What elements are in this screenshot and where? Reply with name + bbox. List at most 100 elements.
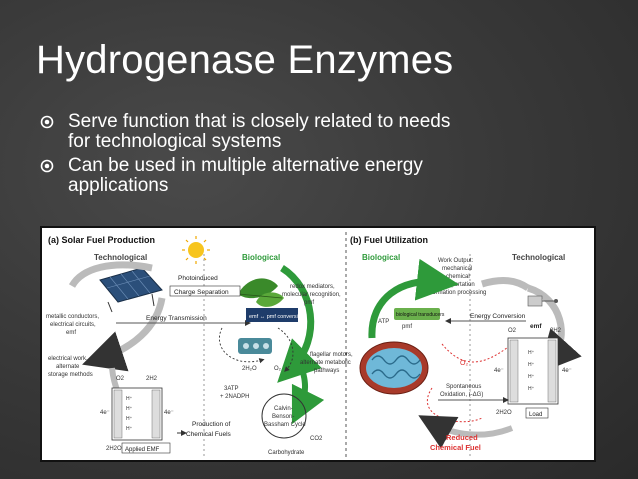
gray-flow-arrow: [68, 261, 153, 288]
label-reduced: Reduced: [446, 433, 478, 442]
svg-text:H⁺: H⁺: [126, 406, 133, 412]
sun-icon: [182, 236, 210, 264]
hydrogenase-figure: (a) Solar Fuel Production Technological …: [40, 226, 596, 462]
hydrogenase-protein-icon: [238, 338, 272, 354]
svg-text:H⁺: H⁺: [528, 350, 535, 356]
label-molecular-recognition: molecular recognition,: [282, 292, 341, 298]
label-emf: emf: [66, 330, 76, 336]
label-co2: CO2: [310, 436, 323, 442]
label-4e-left: 4e⁻: [100, 410, 110, 416]
label-storage-methods: storage methods: [48, 372, 93, 378]
label-electrical-work: electrical work,: [48, 356, 88, 362]
label-o2-a: O2: [116, 376, 125, 382]
label-o2-b: O2: [508, 328, 517, 334]
leaf-icon: [237, 278, 284, 307]
label-applied-emf: Applied EMF: [125, 447, 160, 453]
label-energy-transmission: Energy Transmission: [146, 315, 207, 322]
green-flow-arrow: [277, 265, 322, 383]
device-icon: [527, 295, 558, 307]
svg-text:H⁺: H⁺: [528, 374, 535, 380]
panel-b-biological: Biological: [362, 253, 400, 262]
label-oxidation: Oxidation, (-ΔG): [440, 392, 483, 398]
bullet-text-line: Serve function that is closely related t…: [68, 111, 451, 132]
bio-transducers-box: [394, 308, 440, 320]
panel-b-technological: Technological: [512, 253, 565, 262]
panel-a-biological: Biological: [242, 253, 280, 262]
bullet-item: Can be used in multiple alternative ener…: [40, 156, 620, 196]
panel-a-technological: Technological: [94, 253, 147, 262]
label-4e-b-left: 4e⁻: [494, 368, 504, 374]
svg-text:H⁺: H⁺: [126, 426, 133, 432]
figure-svg: (a) Solar Fuel Production Technological …: [46, 232, 582, 460]
label-emf-b: emf: [530, 323, 542, 330]
bullet-ring-icon: [40, 115, 54, 129]
label-photoinduced: Photoinduced: [178, 275, 218, 282]
label-benson: Benson-: [272, 414, 294, 420]
bullet-text-line: applications: [68, 175, 169, 196]
svg-text:H⁺: H⁺: [528, 386, 535, 392]
gray-flow-arrow: [82, 297, 166, 372]
bullet-text-line: for technological systems: [68, 131, 282, 152]
dotted-arrow: [277, 327, 294, 372]
label-2h2-b: 2H2: [550, 328, 562, 334]
label-biological-transducers: biological transducers: [396, 312, 445, 318]
gray-flow-arrow: [418, 415, 514, 449]
green-flow-arrow: [368, 258, 459, 339]
green-flow-arrow: [289, 346, 325, 425]
label-2nadph: + 2NADPH: [220, 394, 250, 400]
label-chemical: chemical: [446, 274, 470, 280]
electrolysis-cell: O2 2H2 H⁺ H⁺ H⁺ H⁺ 4e⁻ 4e⁻ 2H2O Applied EMF: [100, 376, 174, 454]
label-flagellar-motors: flagellar motors,: [310, 352, 353, 358]
label-3atp: 3ATP: [224, 386, 239, 392]
label-work-output: Work Output:: [438, 258, 474, 264]
label-calvin: Calvin-: [274, 406, 293, 412]
bullet-text-line: Can be used in multiple alternative ener…: [68, 155, 423, 176]
label-metallic-conductors: metallic conductors,: [46, 314, 99, 320]
solar-panel-icon: [99, 267, 163, 313]
label-load: Load: [529, 412, 542, 418]
label-atp: ATP: [378, 319, 389, 325]
label-pmf: pmf: [304, 300, 314, 306]
label-2h2-a: 2H2: [146, 376, 158, 382]
gray-flow-arrow: [480, 277, 530, 291]
label-redox-mediators: redox mediators,: [290, 284, 335, 290]
label-2h2o-cell: 2H2O: [106, 446, 122, 452]
label-mechanical: mechanical: [442, 266, 472, 272]
red-dotted-arrow: [441, 342, 515, 363]
label-energy-conversion: Energy Conversion: [470, 313, 526, 320]
label-bassham: Bassham Cycle: [264, 422, 306, 428]
panel-a-heading: (a) Solar Fuel Production: [48, 235, 155, 245]
bullet-item: Serve function that is closely related t…: [40, 112, 620, 152]
label-o2-b-red: O₂: [460, 360, 468, 367]
bullet-list: Serve function that is closely related t…: [40, 112, 620, 200]
label-chemical-fuel: Chemical Fuel: [430, 443, 481, 452]
svg-text:H⁺: H⁺: [528, 362, 535, 368]
label-electrical-circuits: electrical circuits,: [50, 322, 96, 328]
label-charge-separation: Charge Separation: [174, 289, 229, 296]
label-2h2o-b: 2H2O: [496, 410, 512, 416]
panel-b-heading: (b) Fuel Utilization: [350, 235, 428, 245]
label-information-processing: information processing: [426, 290, 486, 296]
label-o2-a-bio: O₂: [274, 366, 282, 372]
fuel-cell: O2 2H2 H⁺ H⁺ H⁺ H⁺ 4e⁻ 4e⁻ 2H2O Load: [494, 328, 572, 419]
label-emf-pmf-conversion: emf ↔ pmf conversion: [249, 314, 304, 320]
svg-text:H⁺: H⁺: [126, 416, 133, 422]
label-alternate-metabolic: alternate metabolic: [300, 360, 351, 366]
label-spontaneous: Spontaneous: [446, 384, 481, 390]
calvin-cycle: Calvin- Benson- Bassham Cycle: [261, 393, 307, 439]
label-chemical-fuels: Chemical Fuels: [186, 431, 232, 438]
label-carbohydrate: Carbohydrate: [268, 450, 305, 456]
bullet-ring-icon: [40, 159, 54, 173]
label-4e-b-right: 4e⁻: [562, 368, 572, 374]
mitochondrion-icon: [359, 341, 429, 395]
emf-pmf-box: [246, 308, 298, 322]
label-4e-right: 4e⁻: [164, 410, 174, 416]
label-production-of: Production of: [192, 421, 230, 428]
label-2h2o-a: 2H₂O: [242, 366, 257, 372]
label-alternate: alternate: [56, 364, 80, 370]
svg-text:H⁺: H⁺: [126, 396, 133, 402]
slide-title: Hydrogenase Enzymes: [36, 38, 454, 82]
label-pmf-b: pmf: [402, 324, 412, 330]
label-transportation: transportation: [438, 282, 475, 288]
dotted-arrow: [218, 327, 265, 364]
